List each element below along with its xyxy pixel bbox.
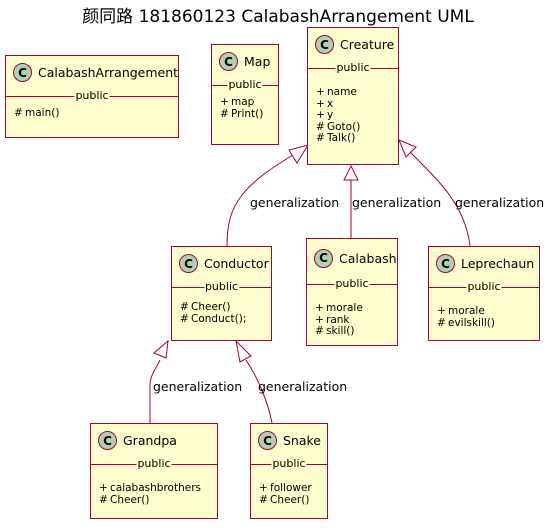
class-badge-icon: C (258, 431, 277, 450)
class-member: #Talk() (316, 132, 356, 144)
class-member: +calabashbrothers (99, 482, 201, 494)
section-separator: public (429, 280, 539, 294)
diagram-title: 颜同路 181860123 CalabashArrangement UML (82, 7, 474, 27)
relation-label-snake-conductor: generalization (258, 379, 348, 394)
class-member: #main() (14, 107, 60, 119)
relation-label-calabash-creature: generalization (352, 195, 442, 210)
section-separator: public (172, 280, 271, 294)
class-member: #skill() (315, 325, 355, 337)
class-member: #Goto() (316, 120, 361, 133)
class-member: #Print() (220, 107, 264, 120)
class-member: +follower (259, 482, 312, 494)
class-creature: C Creature public +name +x +y #Goto() #Ta… (307, 27, 399, 165)
edge-conductor-creature (226, 147, 306, 247)
class-name: Snake (283, 433, 322, 448)
class-member: +x (316, 97, 334, 110)
class-calabash-arrangement: C CalabashArrangement public #main() (5, 55, 179, 138)
class-member: +map (220, 96, 255, 108)
class-member: +morale (315, 302, 363, 314)
class-member: +name (316, 86, 357, 98)
class-name: Map (244, 54, 271, 69)
class-member: +morale (437, 305, 485, 317)
class-badge-icon: C (98, 431, 117, 450)
class-member: #Conduct(); (180, 312, 247, 325)
section-separator: public (212, 78, 278, 92)
section-separator: public (91, 457, 217, 471)
arrowhead-snake-conductor (235, 339, 252, 363)
class-name: Leprechaun (461, 256, 535, 271)
relation-label-conductor-creature: generalization (250, 195, 340, 210)
class-grandpa: C Grandpa public +calabashbrothers #Cheer… (90, 423, 218, 519)
relation-label-leprechaun-creature: generalization (455, 195, 545, 210)
class-member: +y (316, 109, 334, 121)
edge-grandpa-conductor (149, 359, 161, 423)
class-badge-icon: C (13, 63, 32, 82)
edge-snake-conductor (245, 359, 273, 424)
class-member: #Cheer() (180, 301, 231, 313)
class-name: Calabash (339, 250, 397, 266)
class-badge-icon: C (314, 248, 333, 268)
arrowhead-conductor-creature (288, 144, 310, 164)
class-conductor: C Conductor public #Cheer() #Conduct(); (171, 246, 272, 341)
section-separator: public (251, 457, 327, 471)
edge-leprechaun-creature (409, 151, 471, 247)
class-snake: C Snake public +follower #Cheer() (250, 423, 328, 519)
class-badge-icon: C (219, 52, 238, 71)
class-calabash: C Calabash public +morale +rank #skill() (306, 238, 398, 346)
arrowhead-grandpa-conductor (153, 339, 169, 359)
class-name: Grandpa (123, 433, 177, 448)
arrowhead-calabash-creature (343, 164, 359, 181)
section-separator: public (6, 89, 178, 103)
section-separator: public (308, 61, 398, 75)
class-name: Creature (340, 37, 395, 52)
class-member: #evilskill() (437, 316, 496, 329)
class-map: C Map public +map #Print() (211, 44, 279, 145)
class-name: Conductor (204, 256, 269, 271)
class-badge-icon: C (179, 254, 198, 273)
class-name: CalabashArrangement (38, 65, 179, 80)
class-badge-icon: C (436, 254, 455, 273)
class-member: +rank (315, 313, 350, 326)
class-member: #Cheer() (99, 493, 150, 506)
arrowhead-leprechaun-creature (398, 139, 417, 158)
section-separator: public (307, 277, 397, 291)
relation-label-grandpa-conductor: generalization (153, 379, 243, 394)
class-badge-icon: C (315, 35, 334, 54)
class-leprechaun: C Leprechaun public +morale #evilskill() (428, 246, 540, 341)
class-member: #Cheer() (259, 493, 310, 506)
